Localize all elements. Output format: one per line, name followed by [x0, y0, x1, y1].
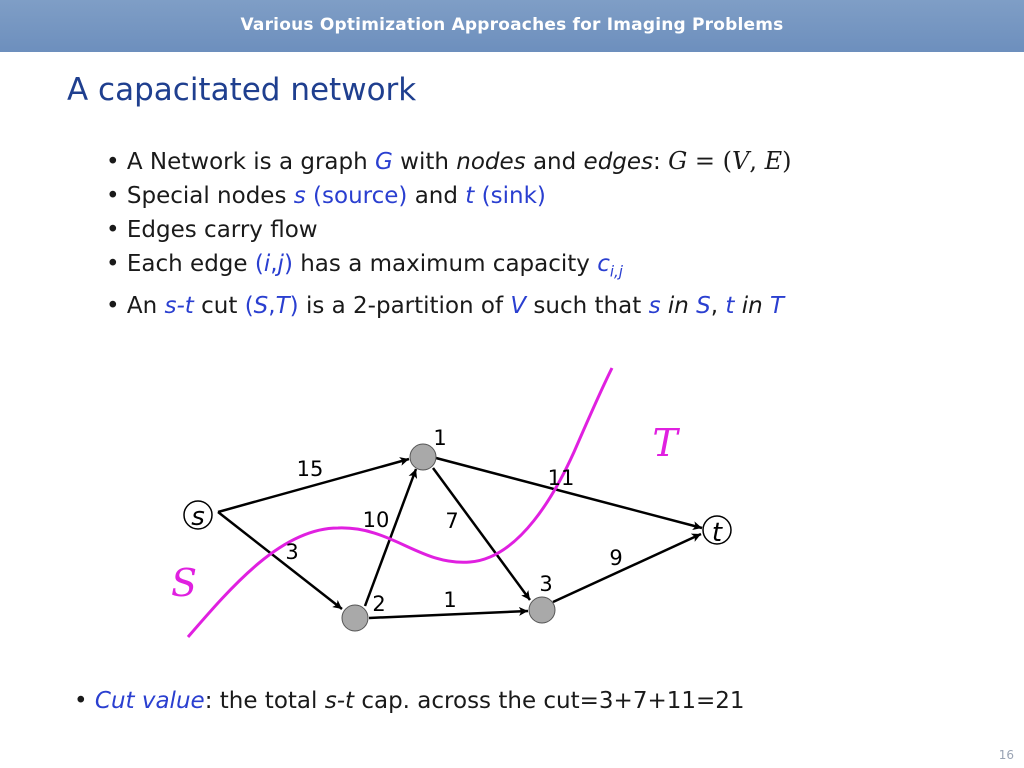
symbol-G: G — [375, 149, 393, 175]
paren-close: ) — [289, 292, 299, 319]
symbol-T: T — [770, 292, 785, 319]
formula-E: E — [764, 147, 783, 175]
term-edges: edges — [583, 149, 654, 175]
cut-value-bullet: • Cut value: the total s-t cap. across t… — [74, 688, 745, 714]
node-t-marker — [702, 515, 732, 545]
node-3-marker — [528, 596, 556, 624]
text: • Edges carry flow — [106, 217, 318, 243]
symbol-i: i — [263, 251, 271, 277]
bullet-list: • A Network is a graph G with nodes and … — [106, 144, 792, 323]
text: and — [407, 183, 466, 209]
text: • A Network is a graph — [106, 149, 375, 175]
text: • Each edge — [106, 251, 255, 277]
symbol-T: T — [275, 292, 290, 319]
bullet-graph-definition: • A Network is a graph G with nodes and … — [106, 144, 792, 179]
node-1-marker — [409, 443, 437, 471]
bullet-capacity: • Each edge (i,j) has a maximum capacity… — [106, 247, 792, 289]
comma: , — [270, 251, 278, 277]
header-bar: Various Optimization Approaches for Imag… — [0, 0, 1024, 52]
term-source: (source) — [305, 183, 408, 209]
formula-G: G — [668, 147, 688, 175]
capacity-s-1: 15 — [297, 457, 324, 481]
bullet-st-cut: • An s-t cut (S,T) is a 2-partition of V… — [106, 289, 792, 323]
page-number: 16 — [998, 748, 1014, 762]
symbol-t: t — [465, 183, 475, 209]
edge-1-t — [435, 456, 703, 531]
text-in: in — [734, 292, 770, 319]
text: cut — [193, 292, 245, 319]
slide-title: A capacitated network — [67, 72, 417, 108]
term-cut-value: Cut value — [94, 688, 205, 714]
symbol-s: s — [648, 292, 661, 319]
capacity-3-t: 9 — [609, 546, 622, 570]
cut-label-T: T — [652, 421, 680, 465]
paren-open: ( — [254, 251, 264, 277]
formula-comma: , — [749, 147, 765, 175]
text: : — [653, 149, 669, 175]
symbol-V: V — [510, 292, 527, 319]
bullet-special-nodes: • Special nodes s (source) and t (sink) — [106, 179, 792, 213]
separator: , — [710, 292, 726, 319]
capacity-s-2: 3 — [285, 540, 298, 564]
paren-open: ( — [244, 292, 254, 319]
node-s-label: s — [191, 502, 205, 532]
text: has a maximum capacity — [292, 251, 598, 277]
term-st: s-t — [324, 688, 355, 714]
capacity-2-3: 1 — [443, 588, 456, 612]
comma: , — [268, 292, 276, 319]
text: and — [525, 149, 584, 175]
cut-label-S: S — [171, 561, 197, 605]
text: such that — [526, 292, 649, 319]
formula-V: V — [732, 147, 750, 175]
bullet-edges-flow: • Edges carry flow — [106, 213, 792, 247]
edge-3-t — [552, 532, 702, 604]
node-2-marker — [341, 604, 369, 632]
edge-s-1 — [217, 457, 410, 514]
subscript-ij: i,j — [609, 262, 623, 281]
node-3-label: 3 — [539, 572, 552, 596]
formula-close: ) — [782, 147, 792, 175]
text: : the total — [204, 688, 325, 714]
edge-1-3 — [431, 467, 532, 601]
symbol-S: S — [253, 292, 269, 319]
symbol-s: s — [293, 183, 306, 209]
term-st: s-t — [164, 292, 194, 319]
node-2-label: 2 — [372, 592, 385, 616]
text: • Special nodes — [106, 183, 294, 209]
symbol-t: t — [725, 292, 735, 319]
capacity-1-t: 11 — [548, 466, 575, 490]
text: cap. across the cut=3+7+11=21 — [354, 688, 745, 714]
edge-2-3 — [368, 606, 529, 620]
symbol-j: j — [277, 251, 284, 277]
node-s-marker — [183, 500, 213, 530]
cut-curve — [186, 367, 614, 638]
text: with — [392, 149, 457, 175]
term-sink: (sink) — [474, 183, 546, 209]
text: • — [74, 688, 95, 714]
header-title: Various Optimization Approaches for Imag… — [240, 15, 784, 35]
capacity-1-3: 7 — [445, 509, 458, 533]
formula-eq: = ( — [687, 147, 732, 175]
symbol-c: c — [597, 251, 610, 277]
capacity-2-1: 10 — [363, 508, 390, 532]
text: • An — [106, 292, 165, 319]
node-t-label: t — [712, 518, 723, 548]
paren-close: ) — [283, 251, 293, 277]
term-nodes: nodes — [456, 149, 526, 175]
node-1-label: 1 — [433, 426, 446, 450]
text-in: in — [660, 292, 697, 319]
symbol-S: S — [696, 292, 711, 319]
text: is a 2-partition of — [298, 292, 511, 319]
edge-s-2 — [217, 511, 343, 610]
